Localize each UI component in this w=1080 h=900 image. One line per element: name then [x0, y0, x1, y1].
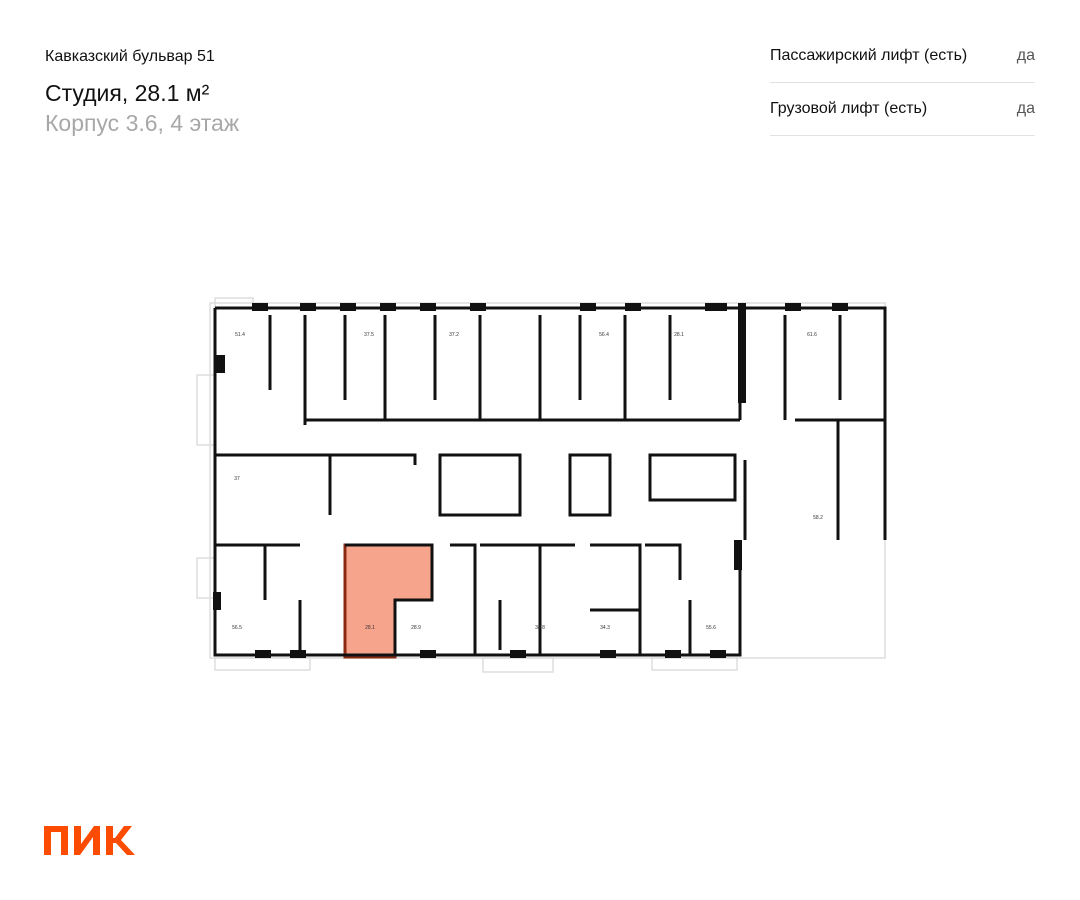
apartment-area: 58.2 — [813, 515, 823, 521]
walls — [213, 306, 887, 657]
apartment-area-selected: 28.1 — [365, 625, 375, 631]
apartment-area: 34.3 — [600, 625, 610, 631]
property-label: Пассажирский лифт (есть) — [770, 47, 968, 64]
building-floor: Корпус 3.6, 4 этаж — [45, 110, 240, 136]
property-label: Грузовой лифт (есть) — [770, 100, 928, 117]
properties-list: Пассажирский лифт (есть) да Грузовой лиф… — [770, 30, 1035, 136]
apartment-area: 28.1 — [674, 332, 684, 338]
pik-logo — [44, 826, 136, 861]
address: Кавказский бульвар 51 — [45, 48, 215, 65]
apartment-area: 61.6 — [807, 332, 817, 338]
apartment-area: 55.6 — [706, 625, 716, 631]
columns — [213, 303, 848, 658]
apartment-area: 37 — [234, 476, 240, 482]
property-freight-lift: Грузовой лифт (есть) да — [770, 83, 1035, 136]
property-value: да — [1016, 100, 1035, 117]
apartment-area: 37.2 — [449, 332, 459, 338]
apartment-area: 37.5 — [364, 332, 374, 338]
apartment-labels: 51.4 37.5 37.2 56.4 28.1 61.6 37 58.2 56… — [232, 332, 823, 631]
apartment-area: 38.8 — [535, 625, 545, 631]
apartment-area: 56.5 — [232, 625, 242, 631]
apartment-area: 28.9 — [411, 625, 421, 631]
property-passenger-lift: Пассажирский лифт (есть) да — [770, 30, 1035, 83]
apartment-title: Студия, 28.1 м² — [45, 80, 210, 106]
property-value: да — [1016, 47, 1035, 64]
apartment-area: 51.4 — [235, 332, 245, 338]
apartment-area: 56.4 — [599, 332, 609, 338]
